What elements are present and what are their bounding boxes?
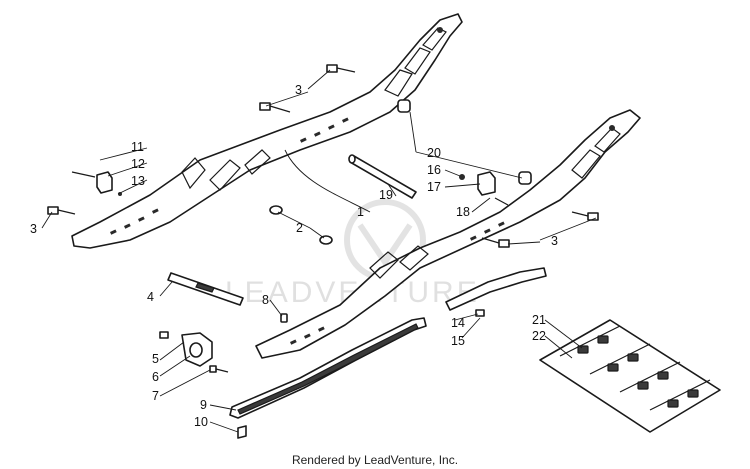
callout-10: 10 xyxy=(194,415,208,429)
bolts xyxy=(47,64,599,248)
callout-12: 12 xyxy=(131,157,145,171)
rail-lower-slots xyxy=(290,125,615,345)
callout-22: 22 xyxy=(532,329,546,343)
slide-plate xyxy=(445,267,547,317)
track-section xyxy=(539,319,721,433)
callout-7: 7 xyxy=(152,389,159,403)
callout-6: 6 xyxy=(152,370,159,384)
callout-13: 13 xyxy=(131,174,145,188)
axle xyxy=(167,272,244,306)
wear-strip xyxy=(229,317,427,439)
callout-19: 19 xyxy=(379,188,393,202)
callout-16: 16 xyxy=(427,163,441,177)
callout-20: 20 xyxy=(427,146,441,160)
callout-18: 18 xyxy=(456,205,470,219)
callout-21: 21 xyxy=(532,313,546,327)
callout-3-right: 3 xyxy=(551,234,558,248)
bumper-right xyxy=(459,171,509,206)
rail-upper-slots xyxy=(109,27,443,235)
render-credit: Rendered by LeadVenture, Inc. xyxy=(291,453,459,467)
callout-5: 5 xyxy=(152,352,159,366)
callout-3-top: 3 xyxy=(295,83,302,97)
bumper-left xyxy=(71,171,122,196)
cross-shaft xyxy=(348,154,417,199)
rail-lower xyxy=(255,109,641,359)
callout-2: 2 xyxy=(296,221,303,235)
callout-4: 4 xyxy=(147,290,154,304)
callout-1: 1 xyxy=(357,205,364,219)
hub-assembly xyxy=(159,331,229,373)
leader-lines xyxy=(41,69,597,433)
spacers xyxy=(269,99,532,323)
callout-17: 17 xyxy=(427,180,441,194)
callout-9: 9 xyxy=(200,398,207,412)
callouts: 1 2 3 3 3 4 5 6 7 8 9 10 11 12 13 14 15 … xyxy=(30,83,558,429)
track-clips xyxy=(577,335,699,408)
callout-15: 15 xyxy=(451,334,465,348)
callout-11: 11 xyxy=(131,140,144,154)
callout-3-left: 3 xyxy=(30,222,37,236)
callout-8: 8 xyxy=(262,293,269,307)
rail-upper xyxy=(71,13,463,249)
callout-14: 14 xyxy=(451,316,465,330)
